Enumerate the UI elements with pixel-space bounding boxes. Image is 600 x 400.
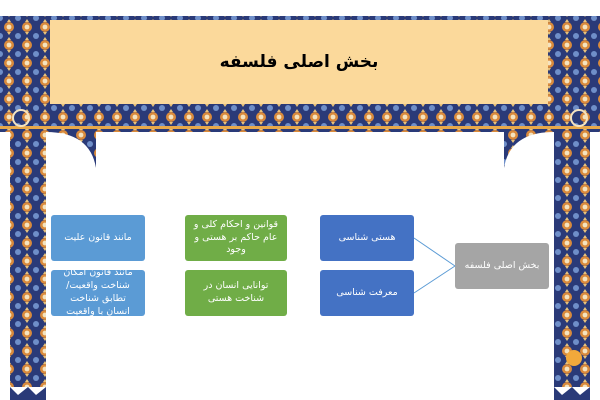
title-banner: بخش اصلی فلسفه xyxy=(50,20,548,104)
connector-root-to-epistemology xyxy=(413,265,456,294)
watermark-badge-icon xyxy=(566,350,582,366)
watermark-logo: Gam xyxy=(432,356,502,384)
ontology-detail-node: قوانین و احکام کلی و عام حاکم بر هستی و … xyxy=(185,215,287,261)
connector-root-to-ontology xyxy=(413,237,456,267)
epistemology-example-node: مانند قانون امکان شناخت واقعیت/ تطابق شن… xyxy=(51,267,145,317)
epistemology-node: معرفت شناسی xyxy=(320,270,414,316)
ontology-example-node: مانند قانون علیت xyxy=(51,215,145,261)
diagram-root-node: بخش اصلی فلسفه xyxy=(455,243,549,289)
slide-title: بخش اصلی فلسفه xyxy=(219,52,379,72)
ontology-node: هستی شناسی xyxy=(320,215,414,261)
epistemology-detail-node: توانایی انسان در شناخت هستی xyxy=(185,270,287,316)
